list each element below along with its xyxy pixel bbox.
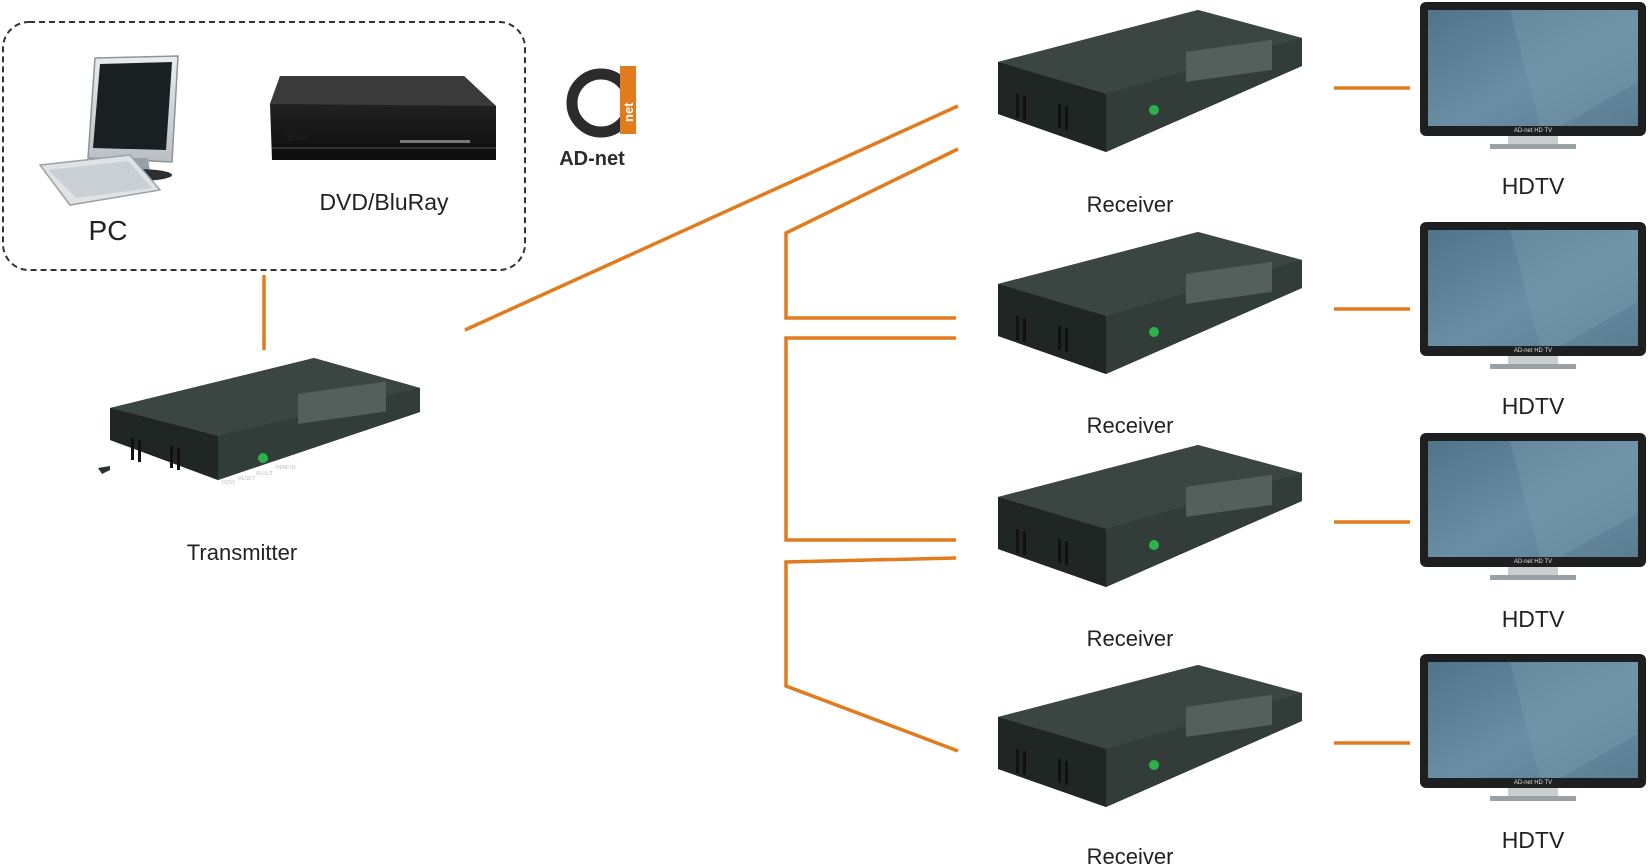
dvd-player-icon xyxy=(270,76,496,160)
adnet-logo: net AD-net xyxy=(559,66,636,170)
receiver-device xyxy=(998,665,1302,807)
dvd-brand: SONY xyxy=(286,132,312,142)
receiver-device xyxy=(998,10,1302,152)
hdtv-brand: AD-net HD TV xyxy=(1514,348,1552,354)
cable-receiver2-to-receiver3 xyxy=(784,336,956,542)
hdtv-display xyxy=(1420,433,1646,580)
cable-transmitter-out xyxy=(464,104,959,332)
port-label: DC5V xyxy=(222,480,236,486)
cables xyxy=(262,86,1410,753)
hdtv-brand: AD-net HD TV xyxy=(1514,559,1552,565)
transmitter-device xyxy=(98,358,420,480)
cable-receiver1-to-receiver2 xyxy=(784,147,959,320)
receiver-label: Receiver xyxy=(1087,413,1174,438)
receiver-label: Receiver xyxy=(1087,844,1174,868)
dvd-label: DVD/BluRay xyxy=(319,189,449,215)
pc-icon xyxy=(38,55,179,206)
hdtv-brand: AD-net HD TV xyxy=(1514,128,1552,134)
port-label: RESET xyxy=(238,476,255,482)
port-label: HDMI IN xyxy=(276,465,296,471)
pc-label: PC xyxy=(89,215,128,246)
logo-name: AD-net xyxy=(559,148,625,170)
cable-receiver3-to-receiver4 xyxy=(784,556,959,753)
receiver-label: Receiver xyxy=(1087,192,1174,217)
hdtv-display xyxy=(1420,222,1646,369)
hdtv-brand: AD-net HD TV xyxy=(1514,780,1552,786)
receiver-device xyxy=(998,232,1302,374)
hdtv-label: HDTV xyxy=(1502,827,1565,853)
transmitter-port-labels: DC5V RESET IR OUT HDMI IN xyxy=(222,465,296,486)
transmitter-label: Transmitter xyxy=(187,540,297,565)
hdtv-label: HDTV xyxy=(1502,173,1565,199)
port-label: IR OUT xyxy=(256,471,273,477)
source-group: PC SONY DVD/BluRay xyxy=(2,21,526,271)
receiver-label: Receiver xyxy=(1087,626,1174,651)
hdtv-display xyxy=(1420,654,1646,801)
hdtv-label: HDTV xyxy=(1502,393,1565,419)
source-group-border xyxy=(2,21,526,271)
receiver-device xyxy=(998,445,1302,587)
hdtv-display xyxy=(1420,2,1646,149)
logo-mark-text: net xyxy=(621,102,636,122)
hdtv-label: HDTV xyxy=(1502,606,1565,632)
